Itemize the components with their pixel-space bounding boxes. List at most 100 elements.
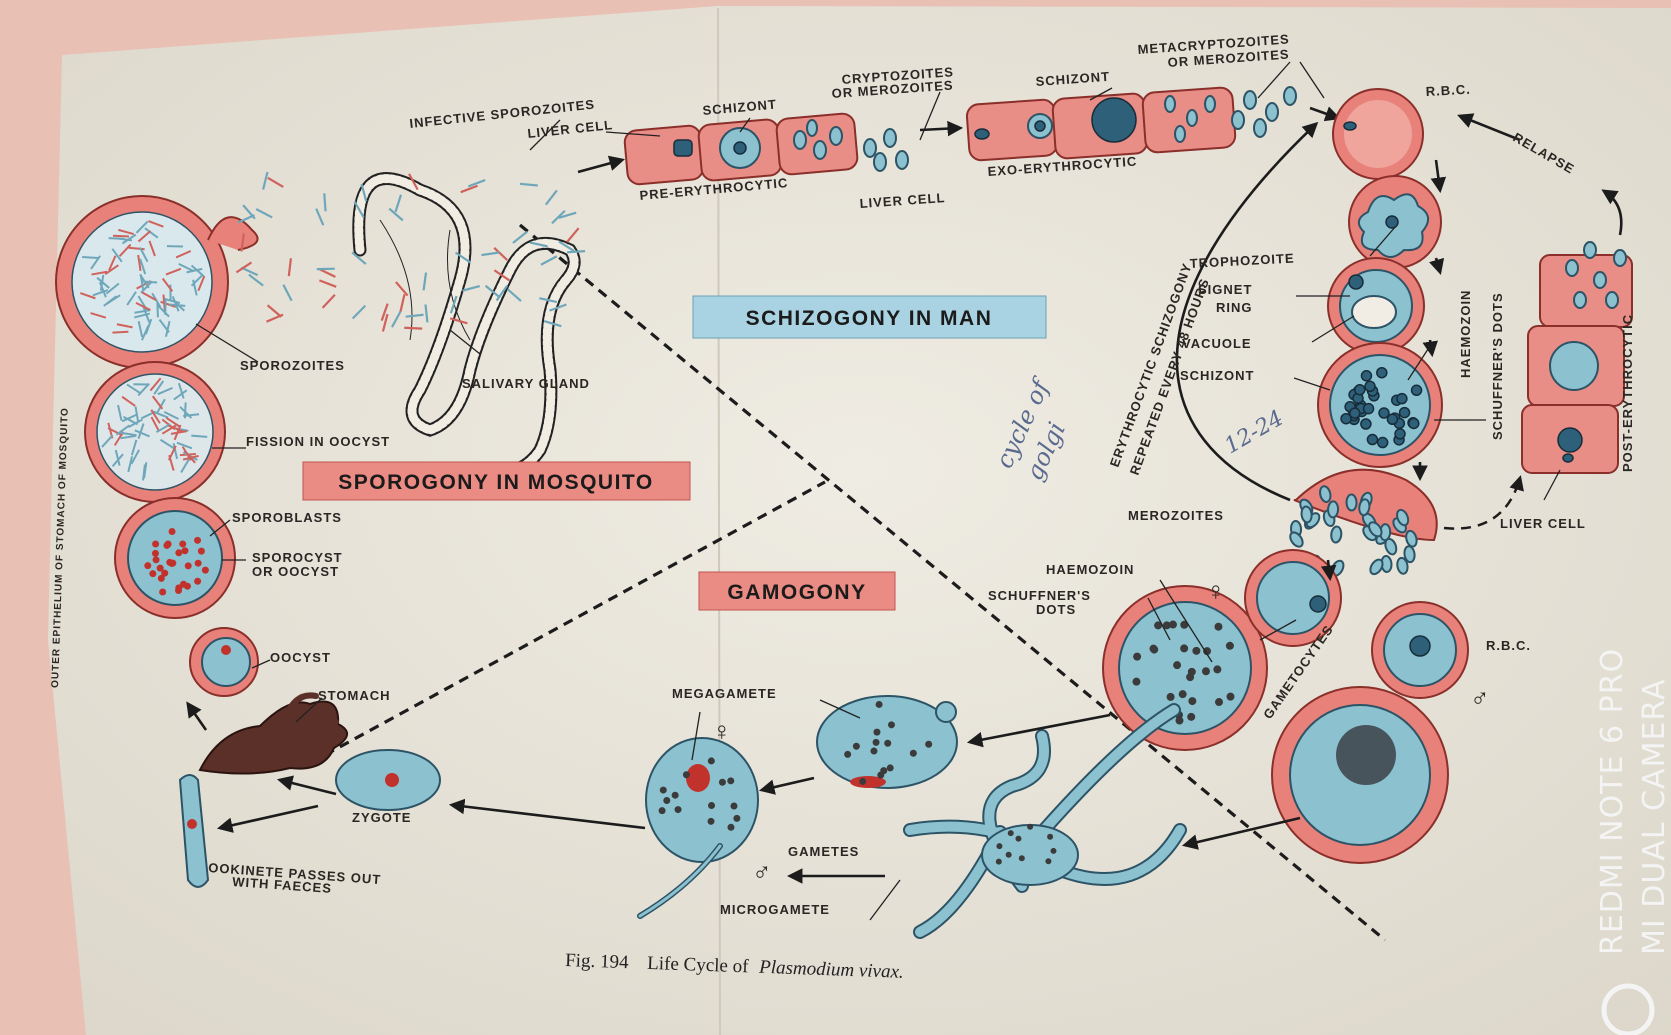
oocyst-fission (85, 362, 225, 502)
sporoblast-dot (169, 528, 176, 535)
chromatin-dot (876, 701, 883, 708)
chromatin-dot (853, 743, 860, 750)
young-oocyst (190, 628, 258, 696)
gametocyte-female-large (1103, 586, 1267, 750)
sporoblast-dot (194, 578, 201, 585)
sporoblast-dot (152, 541, 159, 548)
zygote-cell (336, 750, 440, 810)
chromatin-dot (887, 764, 894, 771)
label-signet-2: RING (1216, 300, 1253, 315)
label-schuffners-1: SCHUFFNER'S (988, 588, 1091, 603)
sporoblast-dot (165, 541, 172, 548)
label-schuffners-2: DOTS (1036, 602, 1076, 617)
chromatin-dot (1027, 824, 1033, 830)
label-merozoites: MEROZOITES (1128, 508, 1224, 523)
chromatin-dot (683, 771, 690, 778)
chromatin-dot (663, 797, 670, 804)
chromatin-dot (727, 777, 734, 784)
chromatin-dot (719, 779, 726, 786)
label-schizont-rbc: SCHIZONT (1180, 368, 1254, 383)
sporoblast-dot (153, 556, 160, 563)
rbc-trophozoite (1349, 176, 1441, 268)
sporozoite (157, 301, 158, 317)
sporoblast-dot (179, 540, 186, 547)
label-haemozoin-vertical: HAEMOZOIN (1458, 290, 1473, 378)
merozoite-dot (1367, 435, 1377, 445)
sporoblast-dot (195, 560, 202, 567)
banner-sporogony: SPOROGONY IN MOSQUITO (303, 462, 690, 500)
chromatin-dot (708, 802, 715, 809)
schuffner-dot (1149, 645, 1157, 653)
sporoblast-dot (144, 562, 151, 569)
rbc-signet-ring (1328, 258, 1424, 354)
chromatin-dot (659, 807, 666, 814)
sporocyst (115, 498, 235, 618)
label-sporocyst-1: SPOROCYST (252, 550, 343, 565)
label-rbc-bottom: R.B.C. (1486, 638, 1531, 653)
sporoblast-dot (198, 548, 205, 555)
schuffner-dot (1173, 661, 1181, 669)
caption-prefix: Fig. 194 (565, 950, 630, 973)
schuffner-dot (1192, 647, 1200, 655)
label-rbc-top: R.B.C. (1425, 82, 1471, 99)
merozoite-dot (1395, 429, 1405, 439)
rbc-schizont (1318, 343, 1442, 467)
label-fission-in-oocyst: FISSION IN OOCYST (246, 434, 390, 449)
sporoblast-dot (161, 570, 168, 577)
caption-title: Life Cycle of (647, 953, 750, 978)
gametocyte-male-large (1272, 687, 1448, 863)
chromatin-dot (675, 806, 682, 813)
label-sporocyst-2: OR OOCYST (252, 564, 339, 579)
chromatin-dot (844, 751, 851, 758)
merozoite-dot (1412, 385, 1422, 395)
chromatin-dot (1019, 855, 1025, 861)
label-zygote: ZYGOTE (352, 810, 411, 825)
merozoite-dot (1361, 419, 1371, 429)
sporoblast-dot (159, 589, 166, 596)
label-liver-cell-right: LIVER CELL (1500, 516, 1586, 531)
banner-gamogony-text: GAMOGONY (727, 581, 866, 604)
symbol-female-gametocyte: ♀ (1206, 576, 1227, 606)
chromatin-dot (996, 843, 1002, 849)
schuffner-dot (1226, 642, 1234, 650)
schuffner-dot (1169, 621, 1177, 629)
merozoite-dot (1355, 385, 1365, 395)
schuffner-dot (1167, 693, 1175, 701)
chromatin-dot (925, 741, 932, 748)
label-sporozoites: SPOROZOITES (240, 358, 345, 373)
sporoblast-dot (202, 567, 209, 574)
sporoblast-dot (194, 537, 201, 544)
banner-schizogony-text: SCHIZOGONY IN MAN (746, 307, 993, 330)
rbc-normal (1333, 89, 1423, 179)
chromatin-dot (660, 787, 667, 794)
label-stomach: STOMACH (318, 688, 390, 703)
chromatin-dot (1006, 852, 1012, 858)
chromatin-dot (888, 721, 895, 728)
chromatin-dot (910, 750, 917, 757)
chromatin-dot (1047, 834, 1053, 840)
chromatin-dot (1008, 830, 1014, 836)
chromatin-dot (884, 740, 891, 747)
merozoite-dot (1365, 381, 1375, 391)
merozoite-dot (1378, 438, 1388, 448)
megagamete-cell (817, 696, 957, 788)
sporoblast-dot (166, 559, 173, 566)
merozoite (1346, 494, 1356, 510)
chromatin-dot (708, 757, 715, 764)
sporozoite (404, 328, 422, 329)
schuffner-dot (1214, 623, 1222, 631)
sporoblast-dot (152, 550, 159, 557)
sporoblast-dot (181, 547, 188, 554)
chromatin-dot (727, 824, 734, 831)
sporoblast-dot (175, 549, 182, 556)
symbol-male-microgamete: ♂ (752, 856, 773, 886)
banner-schizogony: SCHIZOGONY IN MAN (693, 296, 1046, 338)
merozoite-dot (1364, 404, 1374, 414)
label-salivary-gland: SALIVARY GLAND (462, 376, 590, 391)
watermark-line1: REDMI NOTE 6 PRO (1595, 648, 1630, 955)
schuffner-dot (1132, 678, 1140, 686)
chromatin-dot (730, 802, 737, 809)
chromatin-dot (873, 739, 880, 746)
schuffner-dot (1175, 717, 1183, 725)
label-oocyst: OOCYST (270, 650, 331, 665)
